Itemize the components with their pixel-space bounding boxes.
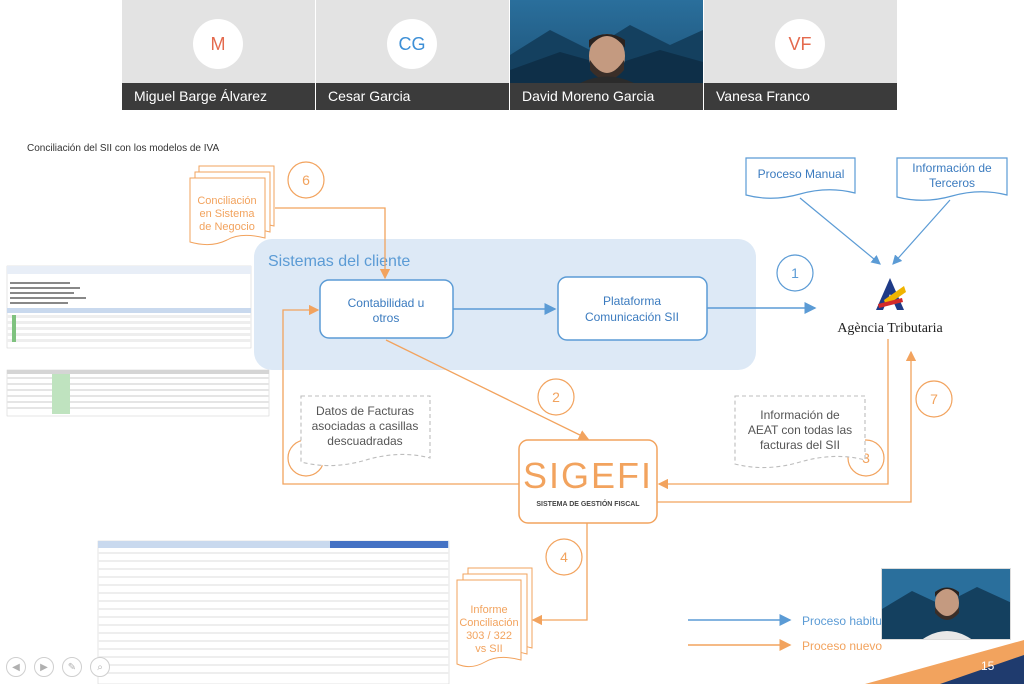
client-systems-label: Sistemas del cliente <box>268 253 410 270</box>
datos-facturas-line-1: Datos de Facturas <box>316 404 414 418</box>
step-4: 4 <box>545 538 583 576</box>
participant-name: David Moreno Garcia <box>522 88 655 104</box>
conciliacion-negocio-docs <box>189 165 275 246</box>
shared-slide: Conciliación del SII con los modelos de … <box>0 110 1024 684</box>
step-1: 1 <box>776 254 814 292</box>
video-call-strip: M Miguel Barge Álvarez CG Cesar Garcia D… <box>0 0 1024 110</box>
svg-text:7: 7 <box>930 391 938 407</box>
pen-icon[interactable]: ✎ <box>62 657 82 677</box>
spreadsheet-thumbnail-top <box>6 265 252 349</box>
corner-decoration-navy <box>940 655 1024 684</box>
next-slide-icon[interactable]: ▶ <box>34 657 54 677</box>
info-aeat-shape <box>734 395 866 469</box>
svg-text:3: 3 <box>862 450 870 466</box>
presenter-video <box>882 569 1010 639</box>
agencia-label: Agència Tributaria <box>837 321 943 336</box>
info-terceros-line-2: Terceros <box>929 176 975 190</box>
participant-tile-2[interactable]: CG Cesar Garcia <box>316 0 509 110</box>
prev-slide-icon[interactable]: ◀ <box>6 657 26 677</box>
arrow-manual-agencia <box>799 197 881 265</box>
contabilidad-line-2: otros <box>373 311 400 325</box>
arrow-negocio-contab <box>275 207 391 280</box>
legend-habitual-label: Proceso habitual <box>802 614 891 628</box>
participant-name: Vanesa Franco <box>716 88 810 104</box>
info-aeat-line-3: facturas del SII <box>760 438 840 452</box>
participant-video <box>510 25 703 83</box>
svg-text:2: 2 <box>552 389 560 405</box>
plataforma-line-2: Comunicación SII <box>585 310 679 324</box>
info-aeat-line-1: Información de <box>760 408 840 422</box>
zoom-icon[interactable]: ⌕ <box>90 657 110 677</box>
arrow-sigefi-contab <box>282 304 519 485</box>
participant-tile-4[interactable]: VF Vanesa Franco <box>704 0 897 110</box>
informe-line-1: Informe <box>470 604 507 616</box>
arrow-terceros-agencia <box>892 199 951 265</box>
sigefi-subtitle: SISTEMA DE GESTIÓN FISCAL <box>536 499 640 508</box>
svg-text:4: 4 <box>560 549 568 565</box>
informe-line-3: 303 / 322 <box>466 630 512 642</box>
participant-name: Cesar Garcia <box>328 88 411 104</box>
conciliacion-negocio-line-2: en Sistema <box>199 208 255 220</box>
svg-text:1: 1 <box>791 265 799 281</box>
plataforma-box <box>557 276 708 341</box>
spreadsheet-thumbnail-bottom <box>97 540 450 684</box>
informe-line-4: vs SII <box>475 643 503 655</box>
informe-docs <box>456 567 533 668</box>
sigefi-box <box>518 439 658 524</box>
plataforma-line-1: Plataforma <box>603 294 661 308</box>
step-6: 6 <box>287 161 325 199</box>
proceso-manual-label: Proceso Manual <box>758 167 845 181</box>
presenter-self-view[interactable] <box>881 568 1011 640</box>
slide-page-number: 15 <box>981 659 995 673</box>
sigefi-logo: SIGEFI <box>523 455 653 496</box>
legend-nuevo-label: Proceso nuevo <box>802 639 882 653</box>
agencia-tributaria-logo <box>876 278 906 310</box>
avatar: CG <box>387 19 437 69</box>
arrow-agencia-sigefi <box>657 339 889 490</box>
datos-facturas-line-3: descuadradas <box>327 434 402 448</box>
slide-title: Conciliación del SII con los modelos de … <box>27 143 219 154</box>
spreadsheet-thumbnail-middle <box>6 369 270 417</box>
participant-tile-3[interactable]: David Moreno Garcia <box>510 0 703 110</box>
participant-tile-1[interactable]: M Miguel Barge Álvarez <box>122 0 315 110</box>
svg-text:6: 6 <box>302 172 310 188</box>
info-aeat-line-2: AEAT con todas las <box>748 423 852 437</box>
contabilidad-line-1: Contabilidad u <box>348 296 425 310</box>
arrow-contab-sigefi <box>385 339 590 440</box>
info-terceros-shape <box>896 157 1008 201</box>
avatar: M <box>193 19 243 69</box>
conciliacion-negocio-line-1: Conciliación <box>197 195 256 207</box>
datos-facturas-shape <box>300 395 431 467</box>
slide-diagram: Conciliación del SII con los modelos de … <box>6 143 1024 684</box>
step-7: 7 <box>915 380 953 418</box>
arrow-sigefi-informe <box>531 523 588 626</box>
proceso-manual-shape <box>745 157 856 199</box>
arrow-sigefi-agencia <box>657 350 917 503</box>
info-terceros-line-1: Información de <box>912 161 992 175</box>
step-2: 2 <box>537 378 575 416</box>
conciliacion-negocio-line-3: de Negocio <box>199 221 255 233</box>
avatar: VF <box>775 19 825 69</box>
participant-name: Miguel Barge Álvarez <box>134 88 268 104</box>
informe-line-2: Conciliación <box>459 617 518 629</box>
datos-facturas-line-2: asociadas a casillas <box>312 419 419 433</box>
